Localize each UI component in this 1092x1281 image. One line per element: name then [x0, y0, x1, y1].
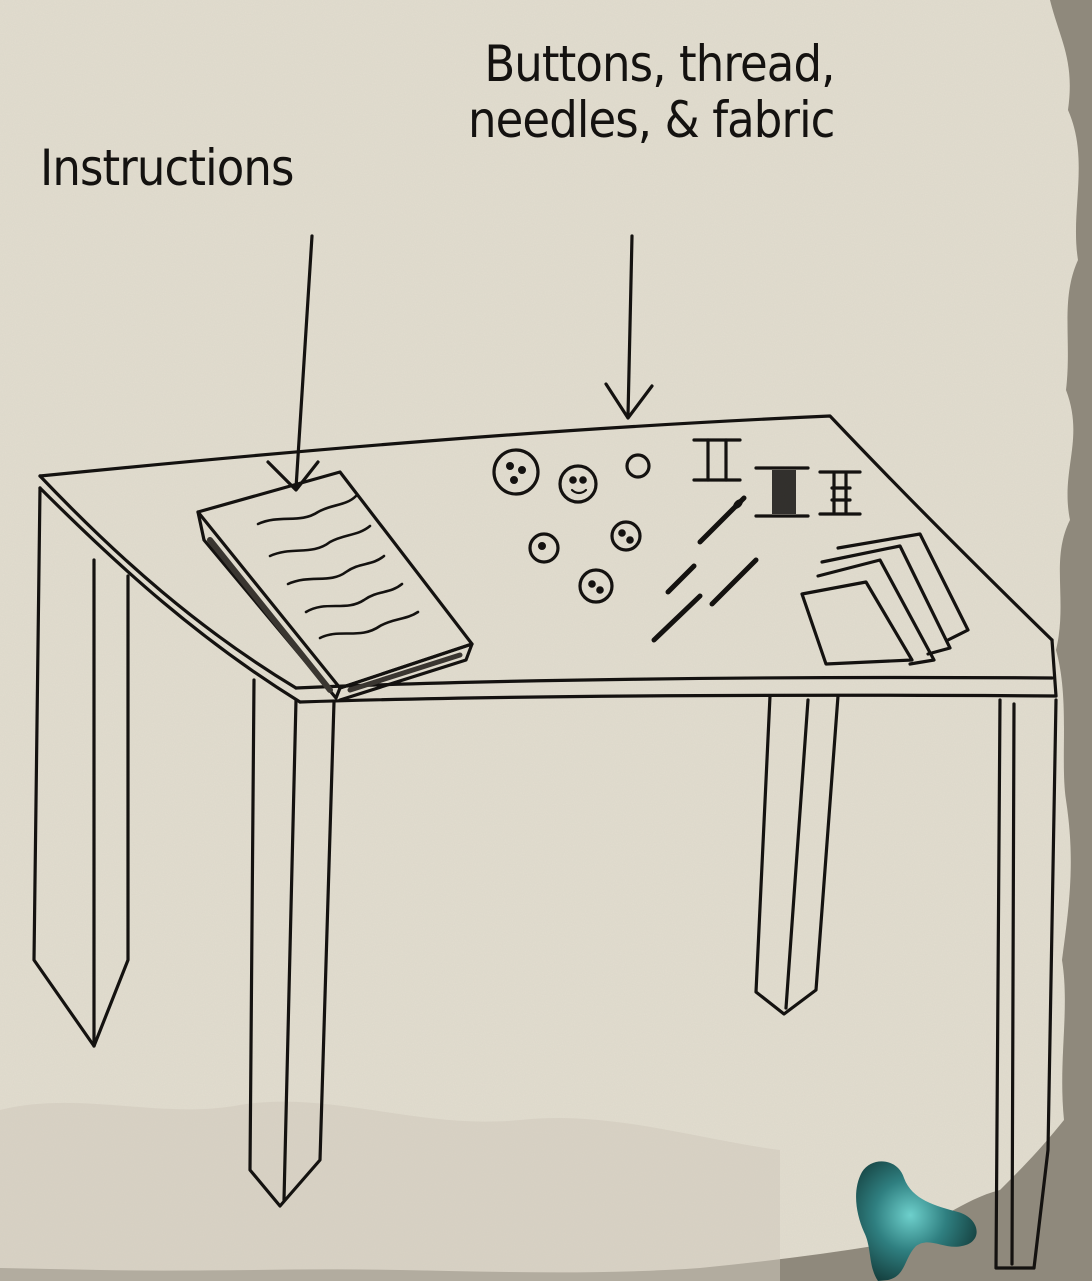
instructions-label: Instructions: [40, 140, 293, 196]
supplies-label-line2: needles, & fabric: [468, 92, 835, 148]
supplies-label-line1: Buttons, thread,: [468, 36, 835, 92]
supplies-label: Buttons, thread, needles, & fabric: [468, 36, 835, 148]
